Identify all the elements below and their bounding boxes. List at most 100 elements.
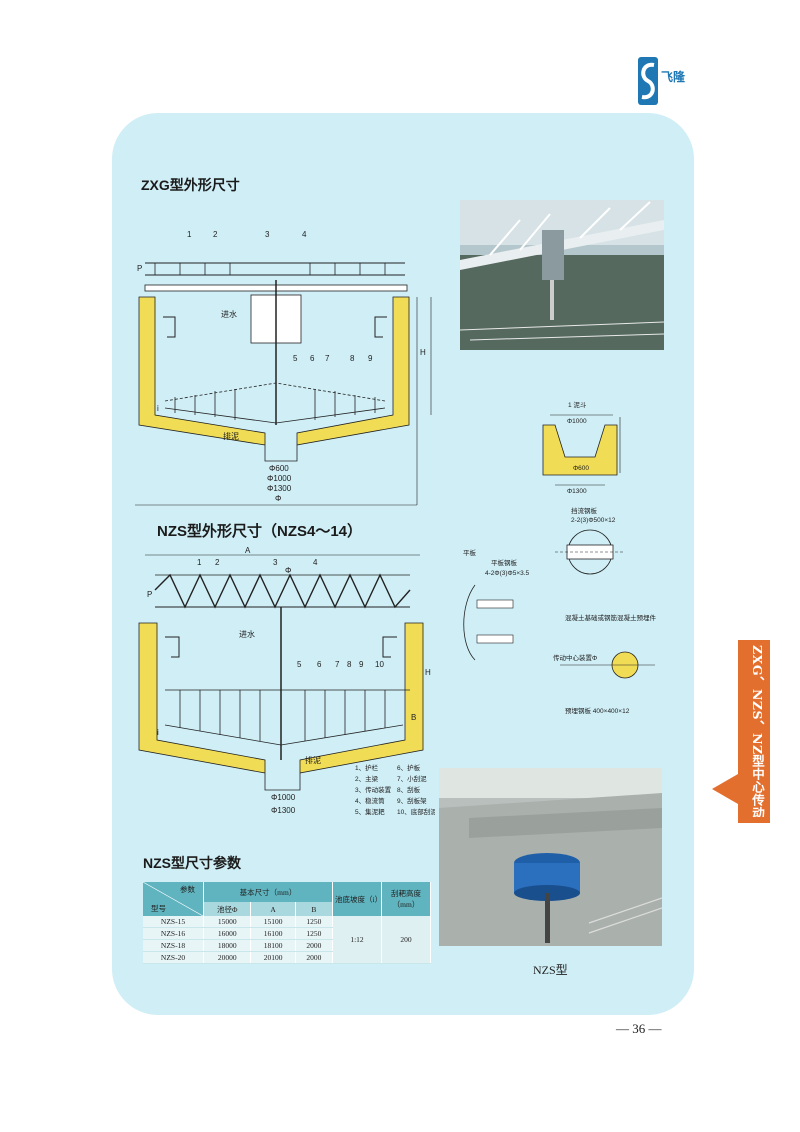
model-header: 型号: [151, 904, 166, 913]
drive-base-detail: 混凝土基础或钢筋混凝土预埋件 传动中心装置Φ 预埋钢板 400×400×12: [553, 613, 657, 715]
cell-model: NZS-16: [143, 927, 204, 940]
cell-diameter: 20000: [203, 951, 252, 964]
nzs-legend-item: 7、小刮泥: [397, 774, 427, 783]
col-b: B: [295, 902, 334, 916]
zxg-dim: Φ1300: [267, 484, 292, 493]
col-diameter: 池径Φ: [203, 902, 252, 916]
nzs-drawing: A Φ P H B Φ1000 Φ1300 i 1 2 3 4 5 6 7 8 …: [138, 546, 435, 816]
table-row: NZS-16 16000 16100 1250: [143, 927, 431, 940]
nzs-dim: Φ1000: [271, 793, 296, 802]
nzs-legend-item: 3、传动装置: [355, 785, 392, 794]
zxg-callout: 6: [310, 354, 315, 363]
cell-b: 1250: [295, 927, 334, 940]
cell-diameter: 16000: [203, 927, 252, 940]
side-tab: [738, 640, 770, 823]
basic-size-header: 基本尺寸（mm）: [203, 882, 333, 902]
nzs-callout: 8: [347, 660, 352, 669]
zxg-dim: H: [420, 348, 426, 357]
nzs-legend-item: 10、底部刮泥: [397, 807, 435, 816]
detail-label: 预埋钢板 400×400×12: [565, 706, 630, 715]
nzs-legend-item: 9、刮板架: [397, 796, 427, 805]
cell-model: NZS-18: [143, 939, 204, 952]
nzs-outlet-label: 排泥: [305, 755, 321, 765]
zxg-drawing: 1 2 3 4 5 6 7 8 9 进水 排泥 Φ600 Φ1000 Φ1300…: [135, 230, 432, 506]
cell-b: 2000: [295, 939, 334, 952]
param-header: 参数: [180, 885, 195, 894]
pit-detail: 1 泥斗 Φ1000 Φ1300 Φ600: [542, 401, 621, 495]
cell-b: 1250: [295, 916, 334, 928]
zxg-callout: 3: [265, 230, 270, 239]
nzs-callout: 9: [359, 660, 364, 669]
slope-header: 池底坡度（i）: [332, 882, 382, 916]
side-tab-arrow: [712, 774, 738, 804]
table-row: NZS-15 15000 15100 1250 1:12 200: [143, 916, 431, 964]
cell-diameter: 18000: [203, 939, 252, 952]
zxg-callout: 7: [325, 354, 330, 363]
side-tab-text: ZXG、NZS、NZ型中心传动刮泥机、浓缩机: [750, 645, 765, 817]
nzs-legend-item: 6、护板: [397, 763, 421, 772]
cell-b: 2000: [295, 951, 334, 964]
nzs-callout: 6: [317, 660, 322, 669]
zxg-outlet-label: 排泥: [223, 431, 239, 441]
nzs-title: NZS型外形尺寸（NZS4～14）: [157, 523, 363, 540]
detail-label: 平板钢板: [491, 558, 518, 567]
nzs-dim: Φ1300: [271, 806, 296, 815]
zxg-dim: Φ600: [269, 464, 289, 473]
nzs-legend-item: 5、集泥耙: [355, 807, 385, 816]
zxg-dim: Φ1000: [267, 474, 292, 483]
nzs-param-table: 参数 型号 基本尺寸（mm） 池底坡度（i） 刮耙高度（mm） 池径Φ A B …: [143, 882, 431, 964]
nzs-dim: H: [425, 668, 431, 677]
zxg-callout: 8: [350, 354, 355, 363]
rake-arm-detail: 平板 平板钢板 4-2Φ(3)Φ5×3.5: [463, 548, 530, 661]
nzs-callout: 1: [197, 558, 202, 567]
zxg-inlet-label: 进水: [221, 309, 237, 319]
zxg-dim: i: [157, 404, 159, 413]
table-row: NZS-18 18000 18100 2000: [143, 939, 431, 952]
cell-model: NZS-20: [143, 951, 204, 964]
zxg-callout: 5: [293, 354, 298, 363]
nzs-legend-item: 4、稳流筒: [355, 796, 385, 805]
nzs-dim: Φ: [285, 566, 291, 575]
cell-a: 20100: [250, 951, 296, 964]
cell-slope: 1:12: [332, 916, 382, 964]
cell-rake-height: 200: [381, 916, 431, 964]
detail-label: 传动中心装置Φ: [553, 653, 597, 662]
detail-label: 4-2Φ(3)Φ5×3.5: [485, 570, 530, 577]
zxg-dim: Φ: [275, 494, 281, 503]
zxg-callout: 4: [302, 230, 307, 239]
nzs-callout: 4: [313, 558, 318, 567]
nzs-legend-item: 8、刮板: [397, 785, 421, 794]
zxg-dim: P: [137, 264, 142, 273]
zxg-callout: 1: [187, 230, 192, 239]
zxg-title: ZXG型外形尺寸: [141, 177, 240, 193]
cell-diameter: 15000: [203, 916, 252, 928]
pit-label: Φ1000: [567, 418, 587, 425]
param-model-header: 参数 型号: [143, 882, 204, 916]
nzs-dim: A: [245, 546, 251, 555]
detail-drawings: 1 泥斗 Φ1000 Φ1300 Φ600 挡流钢板 2-2(3)Φ500×12…: [463, 401, 657, 715]
detail-label: 混凝土基础或钢筋混凝土预埋件: [565, 613, 657, 622]
cell-a: 18100: [250, 939, 296, 952]
nzs-callout: 7: [335, 660, 340, 669]
nzs-photo-caption: NZS型: [533, 963, 568, 977]
nzs-callout: 2: [215, 558, 220, 567]
detail-label: 平板: [463, 548, 477, 557]
detail-label: 2-2(3)Φ500×12: [571, 517, 616, 524]
rake-height-header: 刮耙高度（mm）: [381, 882, 431, 916]
flange-detail: 挡流钢板 2-2(3)Φ500×12: [555, 506, 625, 575]
col-a: A: [250, 902, 296, 916]
zxg-callout: 9: [368, 354, 373, 363]
zxg-photo: [460, 200, 664, 350]
pit-label: Φ600: [573, 465, 589, 472]
pit-label: Φ1300: [567, 488, 587, 495]
table-row: NZS-20 20000 20100 2000: [143, 951, 431, 964]
nzs-legend-item: 2、主梁: [355, 774, 379, 783]
pit-label: 1 泥斗: [568, 401, 587, 409]
zxg-callout: 2: [213, 230, 218, 239]
nzs-callout: 10: [375, 660, 384, 669]
nzs-dim: B: [411, 713, 416, 722]
nzs-photo: [439, 768, 662, 946]
company-logo: 飞隆: [636, 55, 688, 107]
nzs-callout: 5: [297, 660, 302, 669]
logo-text: 飞隆: [661, 69, 686, 84]
